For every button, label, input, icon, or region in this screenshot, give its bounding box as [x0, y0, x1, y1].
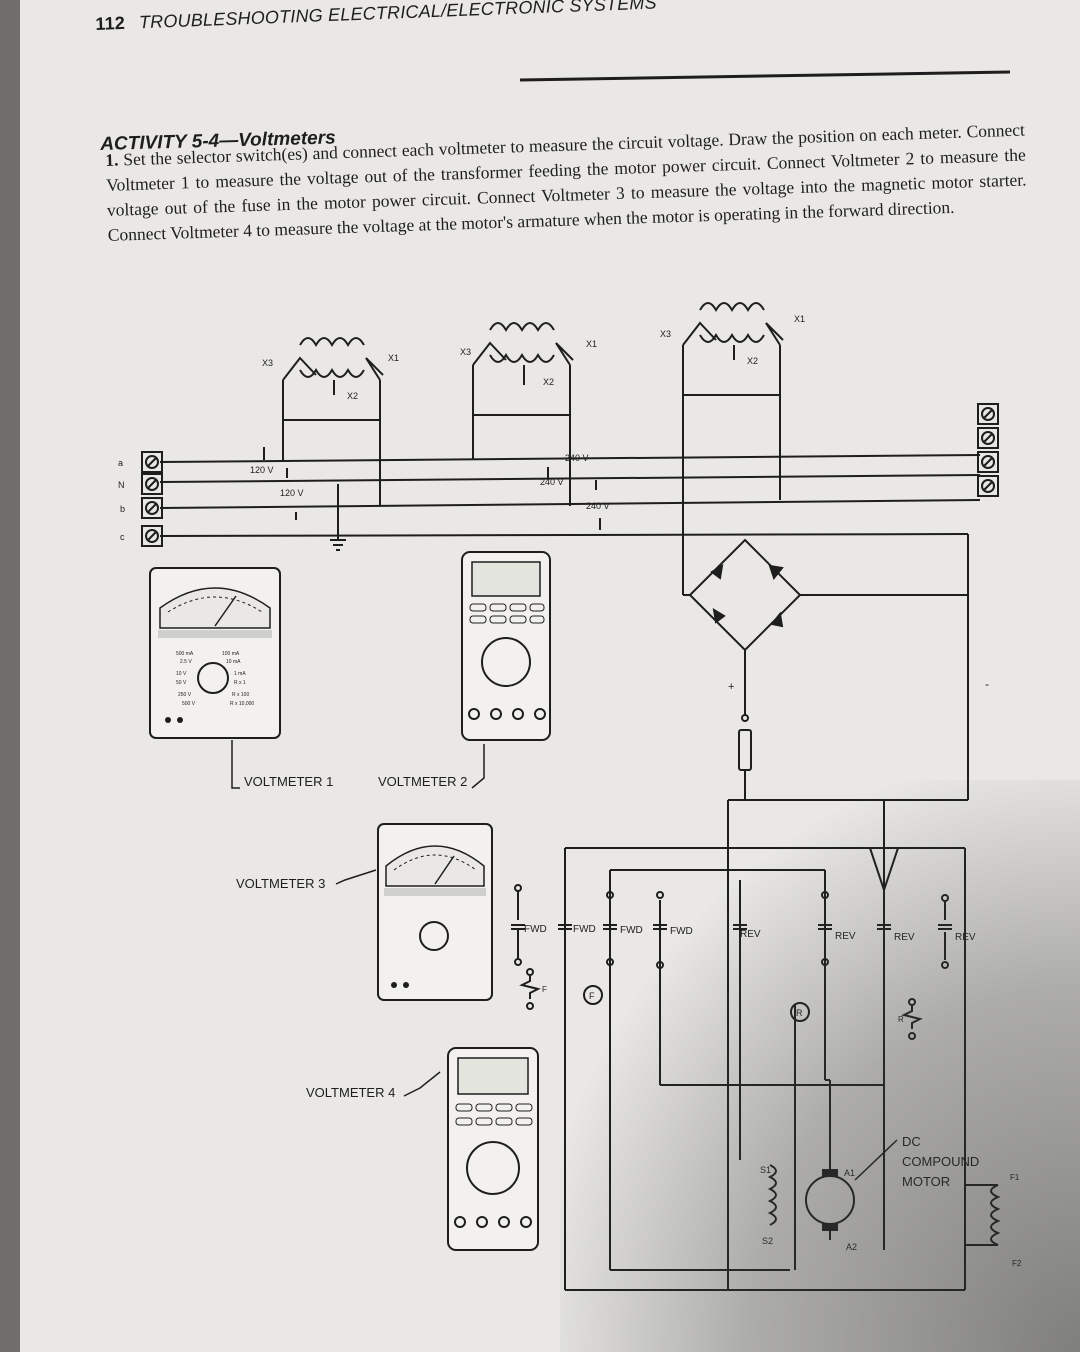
overload-r-label: R [898, 1015, 904, 1024]
rev-label-3: REV [894, 932, 915, 943]
scale-10v: 10 V [176, 671, 187, 677]
voltmeter-1-analog[interactable]: 500 mA 100 mA 2.5 V 10 mA 10 V 1 mA 50 V… [149, 567, 281, 739]
supply-terminals-left [141, 451, 163, 547]
header-rule [519, 70, 1011, 82]
voltage-240v-b: 240 V [540, 477, 564, 487]
t1-x2-label: X2 [347, 391, 358, 401]
fuse [727, 714, 968, 1290]
contact-fwd-2 [558, 900, 572, 960]
transformer-3 [682, 302, 784, 396]
ground-symbol [330, 484, 346, 551]
scale-1ma: 1 mA [234, 671, 246, 677]
scale-rx10000: R x 10,000 [230, 701, 254, 707]
motor-f2-label: F2 [1012, 1259, 1022, 1268]
voltmeter-3-selector-knob [419, 921, 449, 951]
transformer-2 [472, 322, 574, 416]
rev-label-2: REV [835, 931, 856, 942]
line-b-label: b [120, 504, 125, 514]
scale-rx1: R x 1 [234, 680, 246, 686]
scale-100ma: 100 mA [222, 651, 240, 657]
bridge-rectifier [682, 455, 969, 800]
t1-x3-label: X3 [262, 358, 273, 368]
voltmeter-4-label: VOLTMETER 4 [306, 1085, 395, 1100]
voltmeter-3-label: VOLTMETER 3 [236, 876, 325, 891]
motor-label-motor: MOTOR [902, 1174, 950, 1189]
scale-2-5v: 2.5 V [180, 659, 192, 665]
line-a-label: a [118, 458, 123, 468]
voltmeter-3-analog[interactable] [377, 823, 493, 1001]
voltmeter-2-display [471, 561, 541, 597]
line-c-label: c [120, 532, 125, 542]
t2-x1-label: X1 [586, 339, 597, 349]
motor-s2-label: S2 [762, 1236, 773, 1246]
rev-label-4: REV [955, 932, 976, 943]
voltmeter-1-label: VOLTMETER 1 [244, 774, 333, 789]
voltage-240v-c: 240 V [586, 501, 610, 511]
motor-a1-label: A1 [844, 1168, 855, 1178]
contact-fwd-1 [511, 884, 525, 966]
t1-x1-label: X1 [388, 353, 399, 363]
contact-rev-4 [938, 894, 952, 969]
t3-x3-label: X3 [660, 329, 671, 339]
supply-terminals-right [977, 403, 999, 497]
fwd-label-2: FWD [573, 924, 596, 935]
transformer-1 [282, 337, 384, 421]
scale-50v: 50 V [176, 680, 187, 686]
scale-500v: 500 V [182, 701, 196, 707]
scale-10ma: 10 mA [226, 659, 241, 665]
coil-r-label: R [796, 1008, 803, 1018]
scale-500ma: 500 mA [176, 651, 194, 657]
motor-a2-label: A2 [846, 1242, 857, 1252]
overload-f-label: F [542, 985, 547, 994]
voltmeter-4-rotary-dial [466, 1141, 520, 1195]
fwd-label-3: FWD [620, 925, 643, 936]
overload-f [519, 968, 541, 1010]
voltmeter-2-label: VOLTMETER 2 [378, 774, 467, 789]
motor-s1-label: S1 [760, 1165, 771, 1175]
motor-label-dc: DC [902, 1134, 921, 1149]
t2-x3-label: X3 [460, 347, 471, 357]
motor-label-compound: COMPOUND [902, 1154, 979, 1169]
rev-label-1: REV [740, 929, 761, 940]
voltage-120v-b: 120 V [280, 488, 304, 498]
overload-r [901, 998, 923, 1040]
polarity-minus: - [985, 677, 989, 691]
motor-f1-label: F1 [1010, 1173, 1020, 1182]
voltmeter-2-rotary-dial [481, 637, 531, 687]
t2-x2-label: X2 [543, 377, 554, 387]
t3-x1-label: X1 [794, 314, 805, 324]
line-c [159, 533, 969, 537]
scale-250v: 250 V [178, 692, 192, 698]
voltmeter-4-digital[interactable] [447, 1047, 539, 1251]
fwd-label-1: FWD [524, 924, 547, 935]
voltmeter-1-selector-knob [197, 662, 229, 694]
coil-f-label: F [589, 991, 595, 1001]
t3-x2-label: X2 [747, 356, 758, 366]
voltage-240v-a: 240 V [565, 453, 589, 463]
voltage-120v-a: 120 V [250, 465, 274, 475]
voltmeter-2-digital[interactable] [461, 551, 551, 741]
line-n-label: N [118, 480, 125, 490]
scale-rx100: R x 100 [232, 692, 249, 698]
fwd-label-4: FWD [670, 926, 693, 937]
motor-armature [805, 1175, 855, 1225]
voltmeter-4-display [457, 1057, 529, 1095]
polarity-plus: + [728, 681, 734, 693]
shunt-field-coil [990, 1184, 1001, 1246]
